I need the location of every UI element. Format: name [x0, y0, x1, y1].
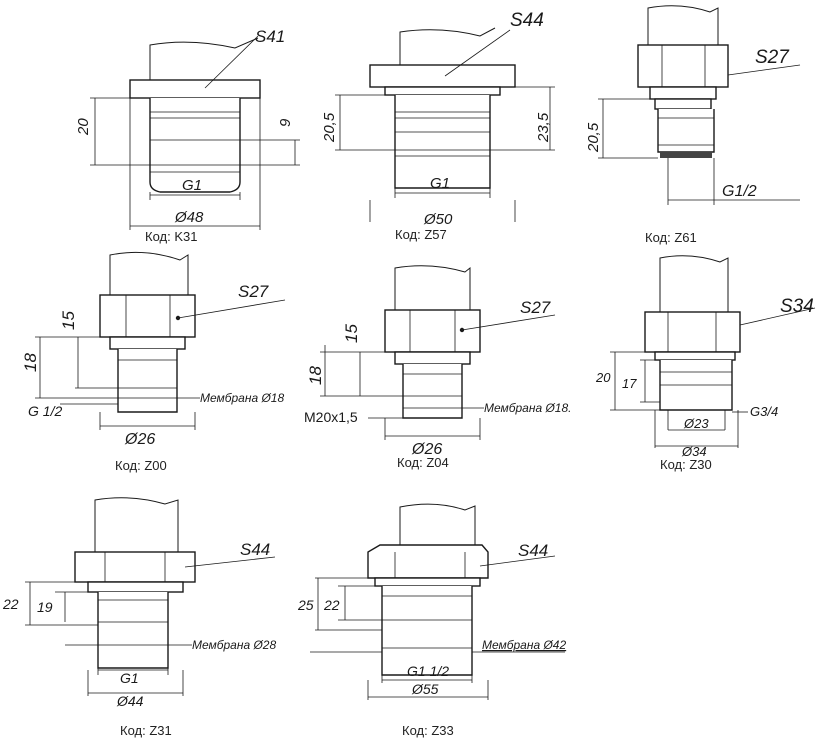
z61-caption: Код: Z61 [645, 230, 697, 245]
z00-hex-height-label: 15 [59, 311, 78, 330]
fitting-k31: 20 9 G1 Ø48 S41 Код: K31 [75, 27, 300, 244]
z31-height-label: 22 [2, 596, 19, 612]
z30-height-label: 20 [595, 370, 611, 385]
z31-diameter-label: Ø44 [116, 693, 144, 709]
k31-thread-label: G1 [182, 177, 202, 194]
z57-height2-label: 23,5 [535, 112, 552, 143]
z00-diameter-label: Ø26 [124, 431, 155, 448]
z31-membrane-label: Мембрана Ø28 [192, 638, 276, 652]
z61-height-label: 20,5 [585, 122, 602, 153]
z31-caption: Код: Z31 [120, 723, 172, 738]
k31-thread-len-label: 9 [277, 118, 294, 127]
fitting-z31: 22 19 Мембрана Ø28 G1 Ø44 S44 Код: Z31 [2, 497, 276, 738]
z04-hex-label: S27 [520, 298, 551, 317]
fitting-z30: 20 17 G3/4 Ø23 Ø34 S34 Код: Z30 [595, 255, 816, 472]
z33-caption: Код: Z33 [402, 723, 454, 738]
fitting-z04: 15 18 M20x1,5 Мембрана Ø18. Ø26 S27 Код:… [304, 265, 572, 470]
k31-caption: Код: K31 [145, 229, 197, 244]
z57-height-label: 20,5 [321, 112, 338, 143]
z00-thread-label: G 1/2 [28, 403, 62, 419]
z00-height-label: 18 [21, 353, 40, 372]
z30-hex-label: S34 [780, 296, 814, 317]
fitting-z61: 20,5 G1/2 S27 Код: Z61 [585, 5, 801, 245]
z33-height2-label: 22 [323, 597, 340, 613]
z04-caption: Код: Z04 [397, 455, 449, 470]
z04-hex-height-label: 15 [342, 324, 361, 343]
k31-diameter-label: Ø48 [174, 209, 204, 226]
z33-hex-label: S44 [518, 541, 548, 560]
z04-diameter-label: Ø26 [411, 441, 442, 458]
z57-thread-label: G1 [430, 175, 450, 192]
k31-height-label: 20 [75, 118, 92, 136]
z57-caption: Код: Z57 [395, 227, 447, 242]
z04-height-label: 18 [306, 366, 325, 385]
z04-membrane-label: Мембрана Ø18. [484, 401, 572, 415]
z33-thread-label: G1 1/2 [407, 663, 449, 679]
z31-height2-label: 19 [37, 599, 53, 615]
z57-hex-label: S44 [510, 10, 544, 31]
fitting-z57: 20,5 23,5 G1 Ø50 S44 Код: Z57 [321, 10, 555, 242]
fitting-z00: 15 18 G 1/2 Мембрана Ø18 Ø26 S27 Код: Z0… [21, 251, 286, 473]
z30-caption: Код: Z30 [660, 457, 712, 472]
z33-diameter-label: Ø55 [411, 681, 439, 697]
z57-diameter-label: Ø50 [423, 211, 453, 228]
z30-inner-diameter-label: Ø23 [683, 416, 709, 431]
z61-thread-label: G1/2 [722, 183, 757, 200]
z61-hex-label: S27 [755, 47, 790, 68]
z31-hex-label: S44 [240, 540, 270, 559]
z00-membrane-label: Мембрана Ø18 [200, 391, 284, 405]
z00-hex-label: S27 [238, 282, 269, 301]
z00-caption: Код: Z00 [115, 458, 167, 473]
fitting-z33: 25 22 Мембрана Ø42 G1 1/2 Ø55 S44 Код: Z… [297, 503, 566, 738]
k31-hex-label: S41 [255, 27, 285, 46]
z33-membrane-label: Мембрана Ø42 [482, 638, 566, 652]
z30-height2-label: 17 [622, 376, 637, 391]
z31-thread-label: G1 [120, 670, 139, 686]
z30-diameter-label: Ø34 [681, 444, 707, 459]
z30-thread-label: G3/4 [750, 404, 778, 419]
z04-thread-label: M20x1,5 [304, 409, 358, 425]
z33-height-label: 25 [297, 597, 314, 613]
